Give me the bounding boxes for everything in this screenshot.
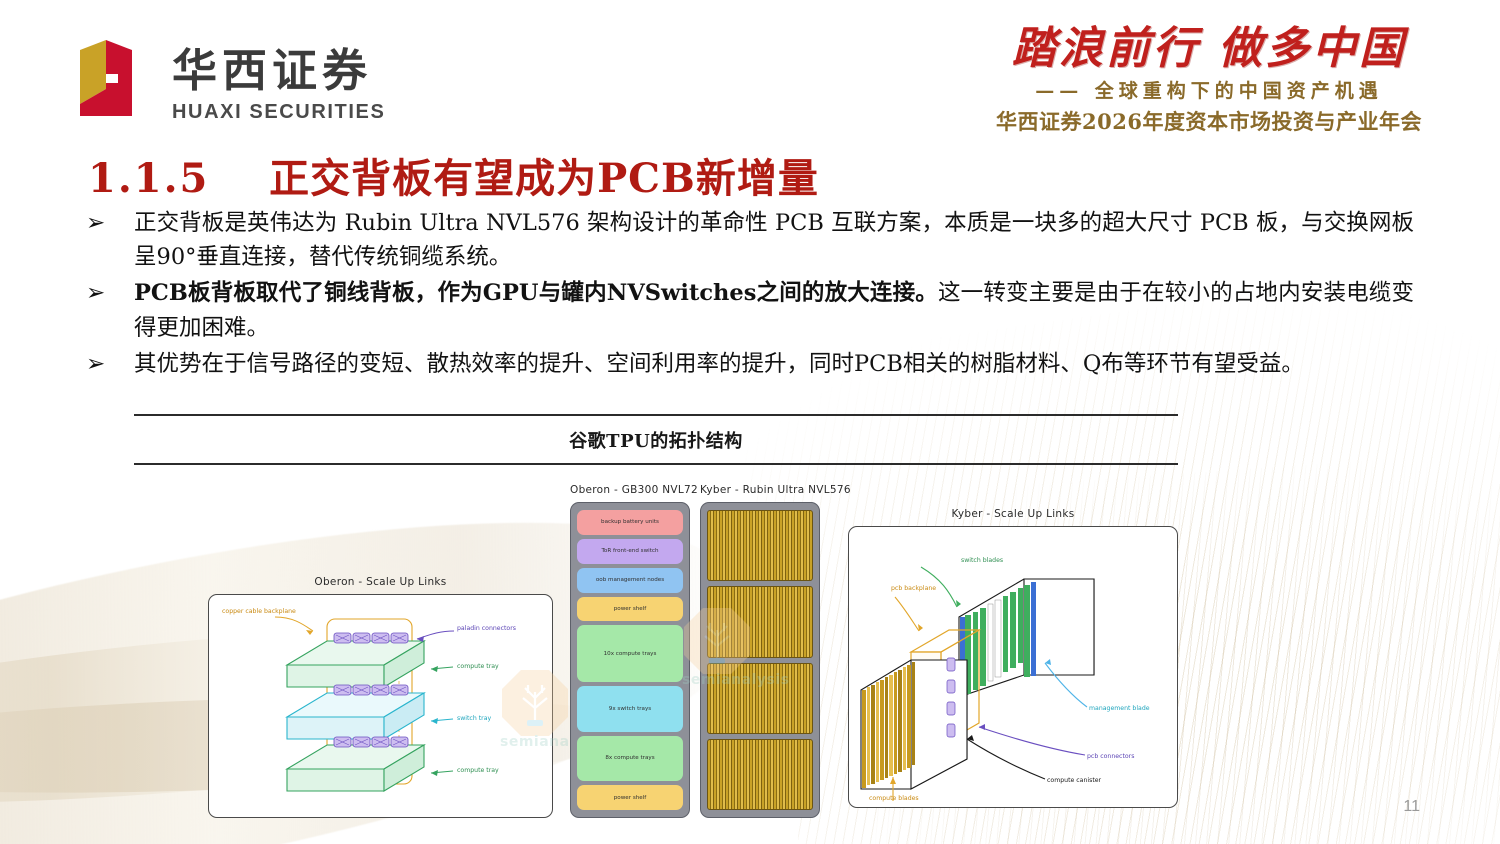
- bullet-text-normal: 这一转变主要是由于在较小的占地内安装电缆变得更加困难。: [134, 280, 1414, 341]
- bullet-list: ➢ 正交背板是英伟达为 Rubin Ultra NVL576 架构设计的革命性 P…: [84, 206, 1414, 384]
- brand-logo-en: HUAXI SECURITIES: [172, 101, 386, 123]
- panel-oberon-links-box: copper cable backplane paladin connector…: [208, 594, 553, 818]
- figure-caption: 谷歌TPU的拓扑结构: [569, 431, 743, 452]
- bullet-text: 正交背板是英伟达为 Rubin Ultra NVL576 架构设计的革命性 PC…: [134, 206, 1414, 274]
- kyber-blade-block: [707, 510, 813, 582]
- rack-unit: oob management nodes: [577, 567, 683, 593]
- page-title-number: 1.1.5: [88, 155, 210, 202]
- page-title: 1.1.5 正交背板有望成为PCB新增量: [88, 146, 819, 204]
- panel-kyber-scale-up-links: Kyber - Scale Up Links: [848, 508, 1178, 808]
- rack-unit: ToR front-end switch: [577, 538, 683, 564]
- rack-unit: power shelf: [577, 785, 683, 810]
- figure-diagram: Oberon - Scale Up Links: [200, 478, 1200, 823]
- bullet-text-normal: 其优势在于信号路径的变短、散热效率的提升、空间利用率的提升，同时PCB相关的树脂…: [134, 350, 1304, 377]
- rack-unit: backup battery units: [577, 510, 683, 535]
- label-switch-tray: switch tray: [457, 715, 492, 722]
- label-compute-blades: compute blades: [869, 795, 919, 802]
- bullet-text-bold: PCB板背板取代了铜线背板，作为GPU与罐内NVSwitches之间的放大连接。: [134, 280, 938, 307]
- oberon-links-drawing: [274, 616, 455, 792]
- panel-kyber-rack-title: Kyber - Rubin Ultra NVL576: [700, 484, 851, 496]
- panel-oberon-links-title: Oberon - Scale Up Links: [314, 576, 447, 588]
- label-pcb-backplane: pcb backplane: [891, 585, 937, 592]
- kyber-blade-block: [707, 662, 813, 734]
- kyber-rack-shell: [700, 502, 820, 818]
- panel-kyber-links-title: Kyber - Scale Up Links: [951, 508, 1075, 520]
- panel-kyber-rubin-rack: Kyber - Rubin Ultra NVL576: [700, 484, 851, 818]
- label-copper-cable-backplane: copper cable backplane: [222, 608, 296, 615]
- caption-rule-bottom: [134, 463, 1178, 465]
- label-compute-tray-bottom: compute tray: [457, 767, 499, 774]
- rack-unit: 8x compute trays: [577, 735, 683, 782]
- page-number: 11: [1403, 798, 1420, 815]
- kyber-links-drawing: [860, 566, 1095, 801]
- figure-caption-block: 谷歌TPU的拓扑结构: [134, 414, 1178, 465]
- bullet-item: ➢ 正交背板是英伟达为 Rubin Ultra NVL576 架构设计的革命性 P…: [84, 206, 1414, 274]
- label-compute-canister: compute canister: [1047, 777, 1102, 784]
- bullet-marker-icon: ➢: [86, 280, 106, 307]
- panel-kyber-links-box: switch blades pcb backplane management b…: [848, 526, 1178, 808]
- banner-event-name: 华西证券2026年度资本市场投资与产业年会: [996, 109, 1422, 135]
- bullet-marker-icon: ➢: [86, 210, 106, 236]
- banner-subtitle: —— 全球重构下的中国资产机遇: [1035, 80, 1383, 103]
- bullet-item: ➢ 其优势在于信号路径的变短、散热效率的提升、空间利用率的提升，同时PCB相关的树…: [84, 347, 1414, 383]
- huaxi-h-logo-icon: [80, 40, 132, 116]
- bullet-text: PCB板背板取代了铜线背板，作为GPU与罐内NVSwitches之间的放大连接。…: [134, 276, 1414, 344]
- rack-unit: 10x compute trays: [577, 625, 683, 683]
- page-title-text: 正交背板有望成为PCB新增量: [269, 155, 819, 202]
- event-banner: 踏浪前行 做多中国 —— 全球重构下的中国资产机遇 华西证券2026年度资本市场…: [974, 23, 1444, 136]
- kyber-blade-block: [707, 738, 813, 810]
- caption-rule-top: [134, 414, 1178, 416]
- label-management-blade: management blade: [1089, 705, 1150, 712]
- banner-headline: 踏浪前行 做多中国: [1011, 23, 1407, 74]
- brand-logo-cn: 华西证券: [172, 44, 373, 97]
- bullet-item: ➢ PCB板背板取代了铜线背板，作为GPU与罐内NVSwitches之间的放大连接…: [84, 276, 1414, 344]
- panel-oberon-scale-up-links: Oberon - Scale Up Links: [208, 576, 607, 818]
- panel-oberon-gb300-rack: Oberon - GB300 NVL72 backup battery unit…: [570, 484, 698, 818]
- bullet-marker-icon: ➢: [86, 350, 106, 377]
- label-pcb-connectors: pcb connectors: [1087, 753, 1135, 760]
- label-compute-tray-top: compute tray: [457, 663, 499, 670]
- rack-unit: power shelf: [577, 596, 683, 622]
- label-paladin-connectors: paladin connectors: [457, 625, 516, 632]
- kyber-blade-block: [707, 586, 813, 658]
- rack-unit: 9x switch trays: [577, 686, 683, 732]
- brand-logo: 华西证券 HUAXI SECURITIES: [72, 34, 385, 122]
- panel-oberon-rack-title: Oberon - GB300 NVL72: [570, 484, 698, 496]
- bullet-text-normal: 正交背板是英伟达为 Rubin Ultra NVL576 架构设计的革命性 PC…: [134, 210, 1414, 271]
- bullet-text: 其优势在于信号路径的变短、散热效率的提升、空间利用率的提升，同时PCB相关的树脂…: [134, 347, 1414, 381]
- label-switch-blades: switch blades: [961, 557, 1004, 564]
